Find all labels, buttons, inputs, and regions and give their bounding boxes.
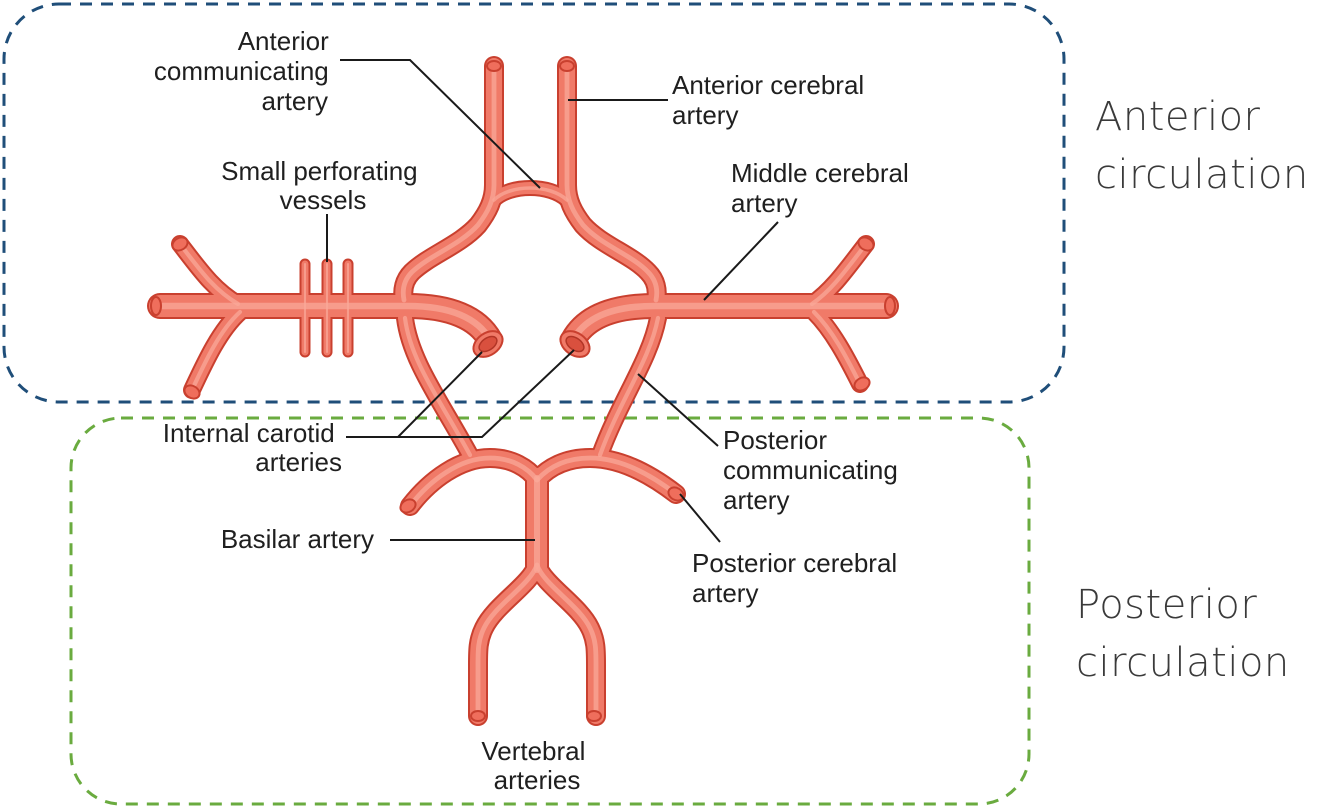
label-internal-carotid: Internal carotid arteries: [163, 418, 342, 477]
anterior-cerebral-right-end: [559, 60, 575, 72]
anterior-cerebral-right-hl: [564, 63, 660, 303]
right-mca-bottom-end: [853, 376, 871, 392]
label-posterior-communicating: Posterior communicating artery: [723, 425, 905, 515]
right-posterior-communicating-hl: [597, 315, 661, 458]
left-mca-upper-branch-hl: [177, 241, 241, 307]
structure-labels: Anterior communicating artery Anterior c…: [154, 26, 916, 795]
right-mca-top-end: [857, 236, 875, 252]
label-basilar: Basilar artery: [221, 524, 374, 554]
anterior-cerebral-left-hl: [400, 63, 497, 303]
leader-anterior-communicating: [340, 59, 541, 189]
internal-carotid-openings: [472, 330, 591, 358]
right-mca-mid-end: [884, 296, 896, 316]
anterior-communicating-hl: [492, 186, 569, 202]
anterior-circulation-title: Anterior circulation: [1095, 94, 1309, 198]
right-mca-upper-branch-hl: [809, 241, 869, 307]
artery-network: [147, 56, 899, 726]
left-mca-top-end: [171, 236, 189, 252]
left-vertebral-end: [470, 710, 486, 722]
left-posterior-cerebral-hl: [407, 455, 540, 509]
right-posterior-cerebral-hl: [534, 455, 679, 497]
left-mca-bottom-end: [183, 384, 201, 400]
left-mca-mid-end: [150, 296, 162, 316]
leader-posterior-communicating: [637, 373, 719, 447]
label-posterior-cerebral: Posterior cerebral artery: [692, 548, 904, 608]
leader-middle-cerebral: [703, 221, 779, 301]
posterior-circulation-box: [69, 416, 1031, 806]
left-pca-end: [399, 498, 417, 514]
left-vertebral-hl: [475, 562, 540, 719]
anterior-circulation-box: [2, 2, 1066, 404]
leader-lines: [326, 59, 779, 543]
posterior-circulation-title: Posterior circulation: [1076, 582, 1290, 686]
right-mca-lower-branch-hl: [811, 309, 863, 387]
right-vertebral-end: [586, 710, 602, 722]
leader-internal-carotid-right: [346, 349, 575, 438]
left-mca-lower-branch-hl: [189, 309, 243, 393]
label-anterior-communicating: Anterior communicating artery: [154, 26, 336, 116]
label-vertebral: Vertebral arteries: [481, 736, 592, 795]
anterior-cerebral-left-end: [486, 60, 502, 72]
label-middle-cerebral: Middle cerebral artery: [731, 158, 916, 218]
vessel-ends: [150, 60, 896, 722]
label-small-perforating: Small perforating vessels: [221, 156, 425, 215]
leader-posterior-cerebral: [679, 493, 721, 543]
label-anterior-cerebral: Anterior cerebral artery: [672, 70, 871, 130]
right-vertebral-hl: [534, 562, 599, 719]
